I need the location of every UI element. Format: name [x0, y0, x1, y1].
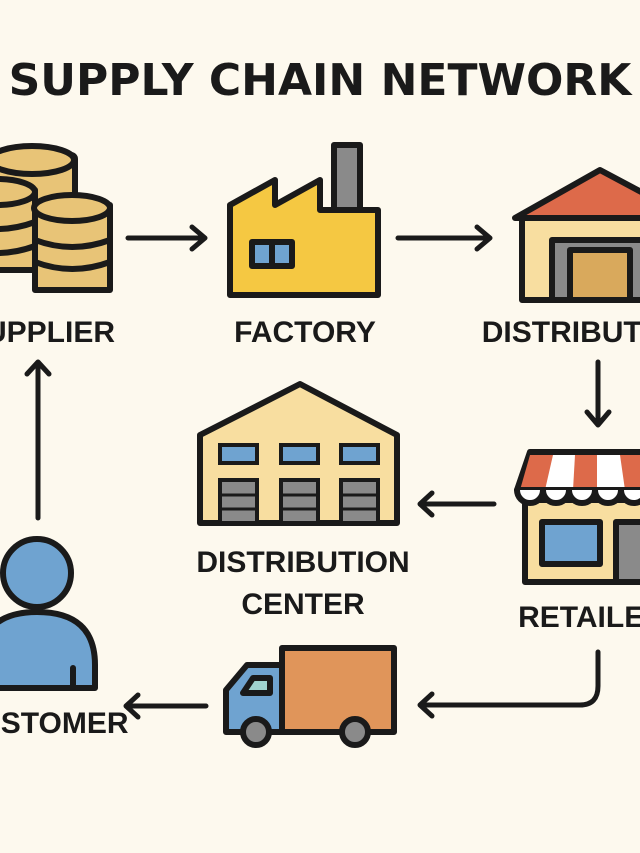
factory-icon [227, 142, 381, 298]
diagram-title: SUPPLY CHAIN NETWORK [9, 55, 634, 106]
arrow-retailer-to-distribution-center [417, 490, 497, 518]
arrow-customer-to-supplier [24, 359, 52, 521]
arrow-factory-to-distributor [395, 224, 493, 252]
arrow-supplier-to-factory [125, 224, 208, 252]
arrow-truck-to-customer [123, 692, 209, 720]
truck-icon [223, 645, 397, 748]
retailer-label: RETAILER [518, 601, 640, 634]
supplier-label: SUPPLIER [0, 316, 115, 349]
store-icon [514, 449, 640, 585]
warehouse-icon [512, 167, 640, 303]
factory-label: FACTORY [234, 316, 376, 349]
distribution-center-label-line2: CENTER [241, 588, 365, 621]
coins-icon [0, 143, 113, 293]
arrow-retailer-to-truck [417, 649, 601, 719]
person-icon [0, 536, 98, 691]
customer-label: CUSTOMER [0, 707, 129, 740]
distribution-center-icon [197, 381, 400, 526]
arrow-distributor-to-retailer [584, 359, 612, 428]
distributor-label: DISTRIBUTOR [482, 316, 640, 349]
distribution-center-label-line1: DISTRIBUTION [196, 546, 409, 579]
